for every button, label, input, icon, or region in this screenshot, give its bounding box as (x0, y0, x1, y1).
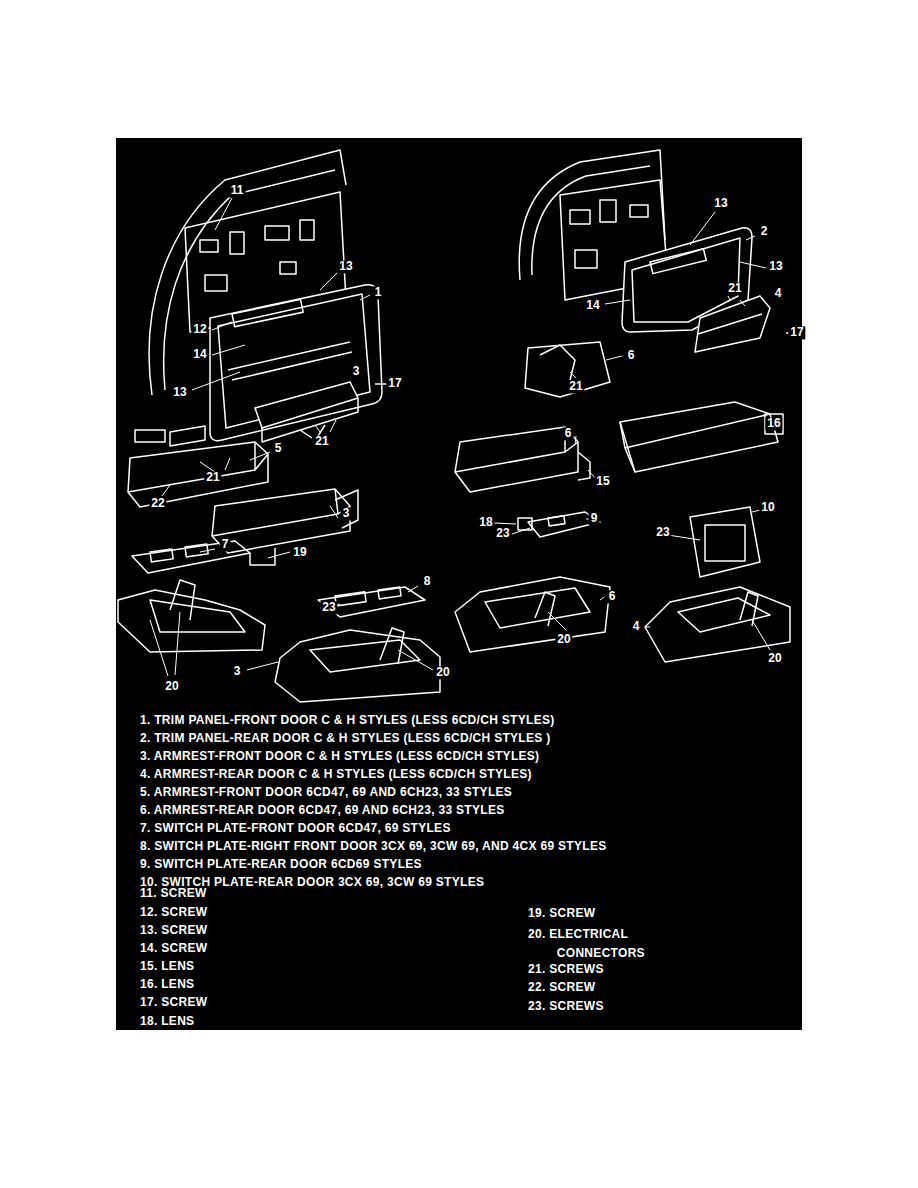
part-list-item: 7. SWITCH PLATE-FRONT DOOR 6CD47, 69 STY… (140, 821, 451, 835)
callout-number: 3 (341, 507, 352, 520)
part-list-item: 15. LENS (140, 959, 194, 973)
callout-number: 4 (773, 287, 784, 300)
callout-number: 2 (759, 225, 770, 238)
callout-number: 20 (163, 680, 180, 693)
part-list-item: 14. SCREW (140, 941, 207, 955)
callout-number: 20 (766, 652, 783, 665)
leader-lines (150, 198, 770, 676)
callout-number: 13 (767, 260, 784, 273)
callout-number: 6 (563, 427, 574, 440)
callout-number: 12 (191, 323, 208, 336)
callout-number: 1 (373, 286, 384, 299)
part-list-item: 12. SCREW (140, 905, 207, 919)
callout-number: 6 (626, 349, 637, 362)
callout-number: 11 (229, 184, 246, 197)
callout-number: 17 (788, 326, 805, 339)
part-list-item: 19. SCREW (528, 906, 595, 920)
callout-number: 23 (320, 601, 337, 614)
part-list-item: 1. TRIM PANEL-FRONT DOOR C & H STYLES (L… (140, 713, 555, 727)
callout-number: 3 (232, 665, 243, 678)
part-list-item: 2. TRIM PANEL-REAR DOOR C & H STYLES (LE… (140, 731, 551, 745)
callout-number: 20 (434, 666, 451, 679)
callout-number: 23 (494, 527, 511, 540)
part-list-item: 23. SCREWS (528, 999, 604, 1013)
callout-number: 14 (191, 348, 208, 361)
callout-number: 14 (584, 299, 601, 312)
part-list-item: 16. LENS (140, 977, 194, 991)
callout-number: 17 (386, 377, 403, 390)
callout-number: 21 (313, 435, 330, 448)
part-list-item: 5. ARMREST-FRONT DOOR 6CD47, 69 AND 6CH2… (140, 785, 512, 799)
callout-number: 18 (477, 516, 494, 529)
callout-number: 15 (594, 475, 611, 488)
callout-number: 13 (712, 197, 729, 210)
part-list-item: 11. SCREW (140, 886, 207, 900)
callout-number: 19 (291, 546, 308, 559)
callout-number: 21 (726, 282, 743, 295)
part-list-item: 18. LENS (140, 1014, 194, 1028)
part-list-item: 20. ELECTRICAL CONNECTORS (528, 925, 707, 962)
callout-number: 7 (220, 538, 231, 551)
part-list-item: 17. SCREW (140, 995, 207, 1009)
black-panel (116, 138, 802, 1030)
callout-number: 9 (589, 512, 600, 525)
line-art (118, 150, 796, 702)
callout-number: 4 (631, 620, 642, 633)
callout-number: 20 (555, 633, 572, 646)
callout-number: 23 (654, 526, 671, 539)
callout-number: 8 (422, 575, 433, 588)
callout-number: 10 (759, 501, 776, 514)
callout-number: 5 (273, 442, 284, 455)
part-list-item: 9. SWITCH PLATE-REAR DOOR 6CD69 STYLES (140, 857, 422, 871)
callout-number: 21 (567, 380, 584, 393)
part-list-item: 4. ARMREST-REAR DOOR C & H STYLES (LESS … (140, 767, 532, 781)
callout-number: 6 (607, 590, 618, 603)
part-list-item: 8. SWITCH PLATE-RIGHT FRONT DOOR 3CX 69,… (140, 839, 607, 853)
part-list-item: 22. SCREW (528, 980, 595, 994)
part-list-item: 6. ARMREST-REAR DOOR 6CD47, 69 AND 6CH23… (140, 803, 505, 817)
callout-number: 16 (765, 417, 782, 430)
part-list-item: 13. SCREW (140, 923, 207, 937)
part-list-item: 3. ARMREST-FRONT DOOR C & H STYLES (LESS… (140, 749, 539, 763)
callout-number: 13 (337, 260, 354, 273)
callout-number: 21 (204, 471, 221, 484)
callout-number: 22 (149, 497, 166, 510)
callout-number: 3 (351, 365, 362, 378)
part-list-item: 21. SCREWS (528, 962, 604, 976)
callout-number: 13 (171, 386, 188, 399)
